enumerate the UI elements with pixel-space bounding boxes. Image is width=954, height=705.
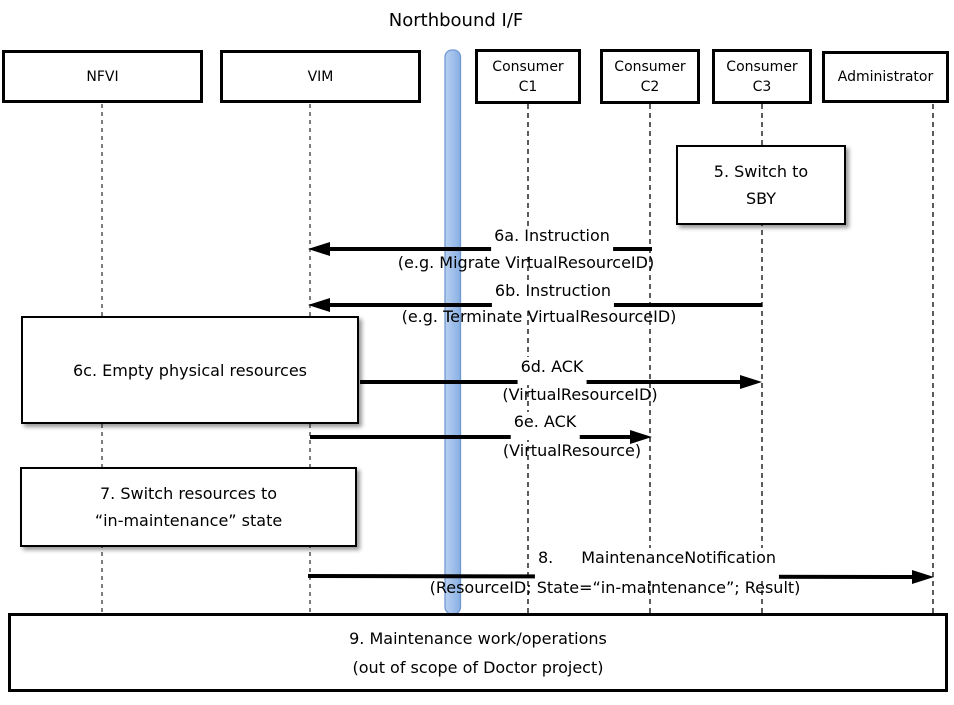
actor-label: C1 xyxy=(518,78,538,95)
note-line: SBY xyxy=(745,189,777,208)
note-line: “in-maintenance” state xyxy=(94,511,283,530)
message-detail-6a: (e.g. Migrate VirtualResourceID) xyxy=(397,253,655,272)
note-line: 9. Maintenance work/operations xyxy=(349,628,607,648)
actor-label: NFVI xyxy=(86,68,119,85)
actor-label: Consumer xyxy=(614,58,686,75)
note-line: (out of scope of Doctor project) xyxy=(352,657,604,677)
actor-box-consumer-c2: Consumer C2 xyxy=(600,49,700,104)
actor-label: C3 xyxy=(752,78,772,95)
actor-box-consumer-c1: Consumer C1 xyxy=(475,49,581,104)
message-name: MaintenanceNotification xyxy=(581,548,777,567)
note-switch-resources-in-maintenance: 7. Switch resources to “in-maintenance” … xyxy=(20,467,357,547)
message-arrow-6e xyxy=(310,430,652,444)
message-detail-6e: (VirtualResource) xyxy=(502,441,642,460)
actor-box-nfvi: NFVI xyxy=(2,50,203,103)
actor-label: VIM xyxy=(307,68,334,85)
note-switch-to-sby: 5. Switch to SBY xyxy=(676,145,846,225)
actor-box-consumer-c3: Consumer C3 xyxy=(712,49,812,104)
actor-box-administrator: Administrator xyxy=(822,51,949,103)
note-empty-physical-resources: 6c. Empty physical resources xyxy=(21,316,359,424)
actor-label: C2 xyxy=(640,78,660,95)
actor-label: Administrator xyxy=(837,69,934,85)
note-maintenance-work: 9. Maintenance work/operations (out of s… xyxy=(8,613,948,692)
note-line: 7. Switch resources to xyxy=(99,484,278,503)
message-label-6d: 6d. ACK xyxy=(517,357,587,385)
note-line: 5. Switch to xyxy=(713,162,809,181)
message-detail-6d: (VirtualResourceID) xyxy=(502,385,658,404)
message-label-6a: 6a. Instruction xyxy=(491,226,613,253)
actor-box-vim: VIM xyxy=(220,50,421,103)
northbound-if-bar xyxy=(444,49,462,615)
actor-label: Consumer xyxy=(726,58,798,75)
note-line: 6c. Empty physical resources xyxy=(72,360,308,380)
message-detail-6b: (e.g. Terminate VirtualResourceID) xyxy=(401,307,677,326)
message-detail-8: (ResourceID; State=“in-maintenance”; Res… xyxy=(429,578,801,597)
message-label-8: 8. MaintenanceNotification xyxy=(534,548,780,579)
message-number: 8. xyxy=(537,548,554,567)
message-label-6b: 6b. Instruction xyxy=(491,281,615,308)
diagram-title: Northbound I/F xyxy=(388,10,524,31)
actor-label: Consumer xyxy=(492,58,564,75)
message-label-6e: 6e. ACK xyxy=(510,412,580,440)
